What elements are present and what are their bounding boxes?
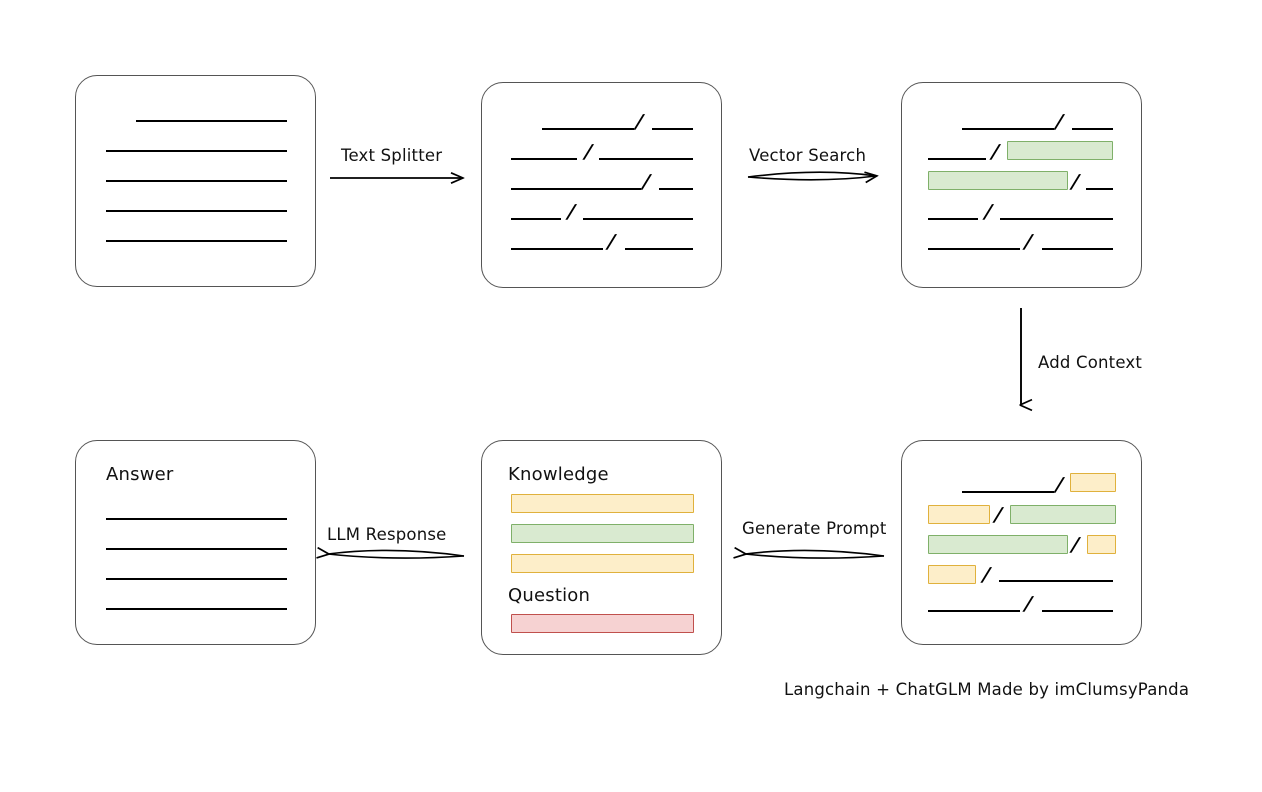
node-split-chunks[interactable] [481, 82, 722, 288]
edge-llm-response [328, 550, 465, 559]
chunk-line [928, 610, 1020, 612]
chunk-line [599, 158, 693, 160]
matched-chunk-highlight [928, 171, 1068, 190]
chunk-line [652, 128, 693, 130]
matched-chunk-highlight [928, 535, 1068, 554]
chunk-line [583, 218, 693, 220]
answer-heading: Answer [106, 464, 174, 485]
chunk-line [511, 188, 641, 190]
context-chunk-highlight [928, 565, 976, 584]
answer-line [106, 518, 287, 520]
edge-vector-search [747, 172, 876, 180]
document-line [106, 150, 287, 152]
matched-chunk-highlight [1007, 141, 1113, 160]
answer-line [106, 548, 287, 550]
chunk-line [1072, 128, 1113, 130]
context-chunk-highlight [1070, 473, 1116, 492]
chunk-line [1086, 188, 1113, 190]
document-line [136, 120, 287, 122]
chunk-line [928, 248, 1020, 250]
prompt-question-bar [511, 614, 694, 633]
footer-credit: Langchain + ChatGLM Made by imClumsyPand… [784, 680, 1190, 699]
chunk-line [511, 218, 561, 220]
chunk-line [928, 158, 986, 160]
edge-label-add-context: Add Context [1038, 353, 1143, 372]
answer-line [106, 578, 287, 580]
document-line [106, 240, 287, 242]
context-chunk-highlight [928, 505, 990, 524]
chunk-line [511, 158, 577, 160]
chunk-line [542, 128, 634, 130]
matched-chunk-highlight [1010, 505, 1116, 524]
edge-label-llm-response: LLM Response [327, 525, 447, 544]
prompt-knowledge-heading: Knowledge [508, 464, 609, 485]
chunk-line [962, 491, 1054, 493]
chunk-line [962, 128, 1054, 130]
chunk-line [511, 248, 603, 250]
edge-generate-prompt [745, 550, 885, 559]
document-line [106, 210, 287, 212]
edge-label-vector-search: Vector Search [749, 146, 867, 165]
edge-label-text-splitter: Text Splitter [341, 146, 443, 165]
prompt-question-heading: Question [508, 585, 591, 606]
answer-line [106, 608, 287, 610]
node-answer[interactable] [75, 440, 316, 645]
chunk-line [1000, 218, 1113, 220]
prompt-knowledge-bar [511, 554, 694, 573]
chunk-line [1042, 248, 1113, 250]
chunk-line [928, 218, 978, 220]
prompt-knowledge-bar [511, 494, 694, 513]
chunk-line [659, 188, 693, 190]
context-chunk-highlight [1087, 535, 1116, 554]
chunk-line [625, 248, 693, 250]
document-line [106, 180, 287, 182]
edge-label-generate-prompt: Generate Prompt [742, 519, 887, 538]
chunk-line [1042, 610, 1113, 612]
prompt-knowledge-bar [511, 524, 694, 543]
chunk-line [999, 580, 1113, 582]
